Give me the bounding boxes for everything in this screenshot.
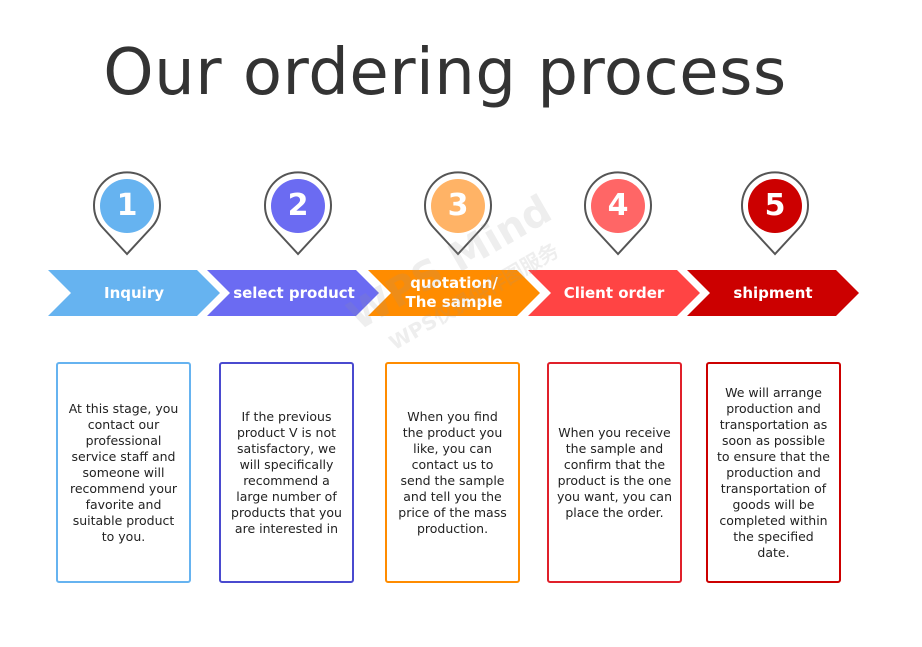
step-2-label: select product (233, 283, 355, 302)
map-pin-icon (264, 171, 332, 256)
step-4-label: Client order (563, 283, 665, 302)
step-1-pin: 1 (91, 170, 163, 256)
step-1-label: Inquiry (104, 283, 164, 302)
map-pin-icon (93, 171, 161, 256)
step-3-label-line2: The sample (405, 293, 503, 311)
step-1-number: 1 (116, 188, 138, 223)
map-pin-icon (741, 171, 809, 256)
step-2-pin: 2 (262, 170, 334, 256)
step-3-description: When you find the product you like, you … (385, 362, 520, 583)
step-1-chevron: Inquiry (48, 270, 220, 316)
step-2-description: If the previous product V is not satisfa… (219, 362, 354, 583)
step-5-label: shipment (733, 283, 813, 302)
step-5-number: 5 (764, 188, 786, 223)
step-4-chevron: Client order (528, 270, 700, 316)
step-2-chevron: select product (207, 270, 379, 316)
step-3-label-line1: quotation/ (410, 274, 498, 292)
step-5-pin: 5 (739, 170, 811, 256)
map-pin-icon (424, 171, 492, 256)
page-title: Our ordering process (103, 36, 787, 110)
step-5-chevron: shipment (687, 270, 859, 316)
step-2-number: 2 (287, 188, 309, 223)
step-1-description: At this stage, you contact our professio… (56, 362, 191, 583)
step-3-label: quotation/ The sample (391, 270, 517, 316)
step-3-number: 3 (447, 188, 469, 223)
step-4-pin: 4 (582, 170, 654, 256)
step-5-description: We will arrange production and transport… (706, 362, 841, 583)
map-pin-icon (584, 171, 652, 256)
step-4-description: When you receive the sample and confirm … (547, 362, 682, 583)
step-3-pin: 3 (422, 170, 494, 256)
step-4-number: 4 (607, 188, 629, 223)
step-3-chevron: quotation/ The sample (368, 270, 540, 316)
